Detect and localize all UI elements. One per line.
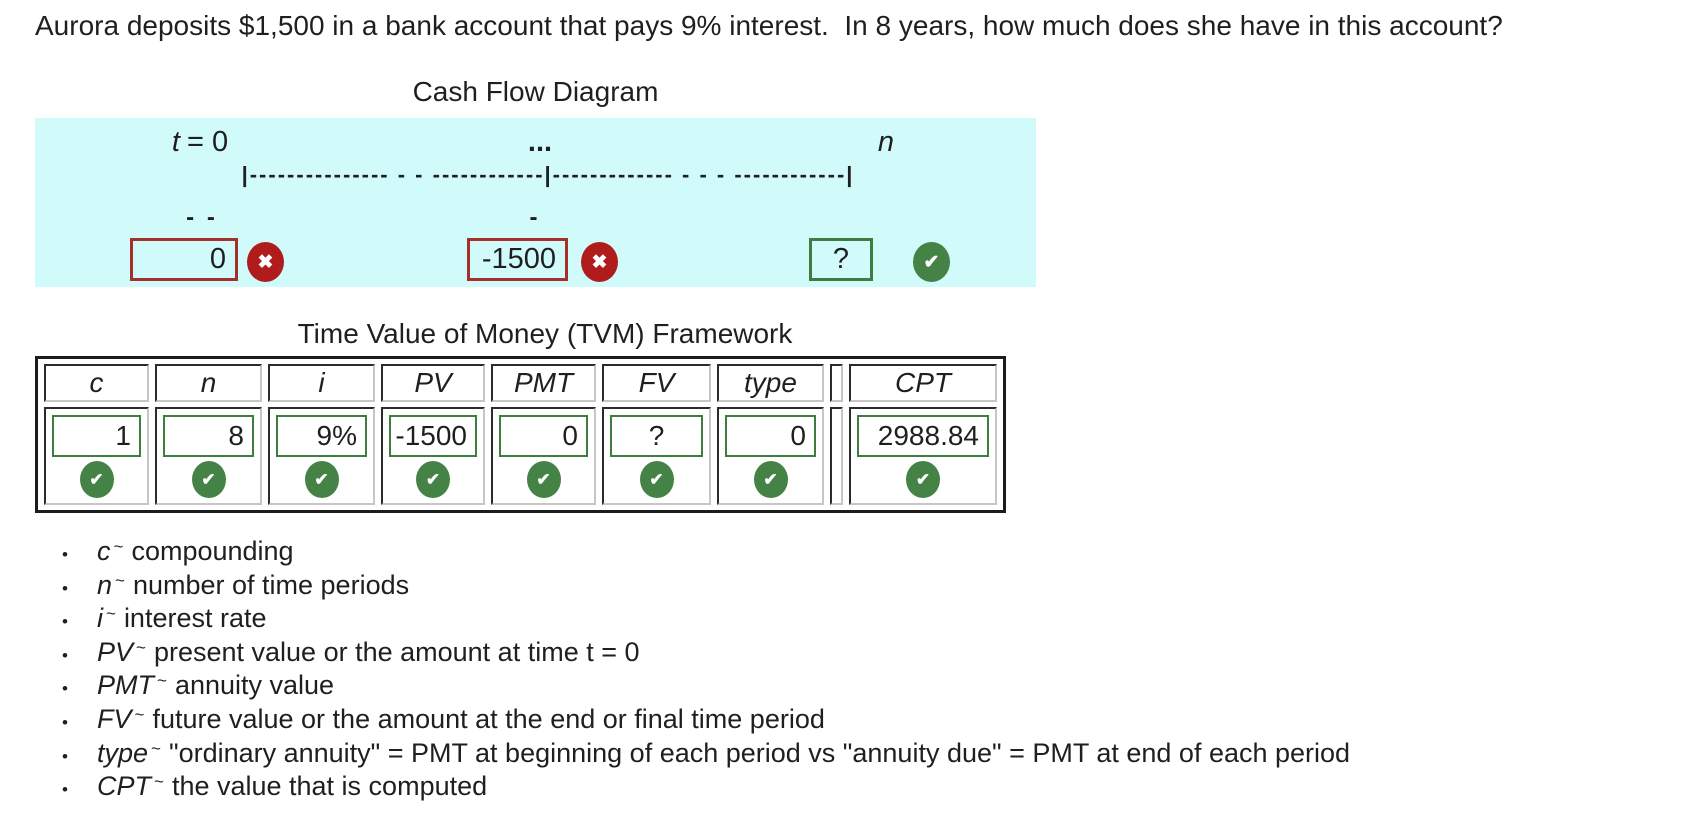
cashflow-input-n[interactable]: ?: [809, 238, 873, 281]
tvm-header-pv: PV: [381, 364, 485, 402]
tvm-header-n: n: [155, 364, 262, 402]
tvm-cell-pv: -1500 ✔: [381, 407, 485, 505]
legend-description: annuity value: [174, 670, 335, 701]
bullet-icon: •: [62, 612, 68, 632]
check-icon: ✔: [753, 461, 788, 498]
legend-separator: ~: [151, 738, 161, 758]
tvm-cell-type: 0 ✔: [717, 407, 824, 505]
legend-separator: ~: [134, 704, 145, 724]
check-icon: ✔: [906, 461, 940, 498]
legend-description: present value or the amount at time t = …: [153, 636, 640, 667]
cross-icon: ✖: [581, 242, 618, 282]
tvm-header-i: i: [268, 364, 375, 402]
bullet-icon: •: [62, 645, 68, 665]
tvm-spacer-column: [830, 407, 843, 505]
legend-term: c: [97, 536, 111, 566]
cash-flow-diagram-title: Cash Flow Diagram: [412, 76, 659, 107]
t0-equals: = 0: [186, 126, 229, 158]
check-icon: ✔: [913, 242, 950, 282]
legend-description: number of time periods: [132, 569, 410, 600]
legend-item-type: • type~ "ordinary annuity" = PMT at beginn…: [62, 738, 1350, 772]
tvm-input-type[interactable]: 0: [725, 415, 816, 457]
tvm-input-pmt[interactable]: 0: [499, 415, 588, 457]
tvm-header-cpt: CPT: [849, 364, 997, 402]
legend-description: "ordinary annuity" = PMT at beginning of…: [168, 737, 1351, 768]
legend-item-fv: • FV~ future value or the amount at the en…: [62, 704, 1350, 738]
check-icon: ✔: [304, 461, 339, 498]
bullet-icon: •: [62, 780, 68, 800]
tvm-input-cpt[interactable]: 2988.84: [857, 415, 989, 457]
tvm-input-i[interactable]: 9%: [276, 415, 367, 457]
tvm-header-pmt: PMT: [491, 364, 596, 402]
legend-term: n: [97, 569, 113, 600]
question-text: Aurora deposits $1,500 in a bank account…: [35, 10, 1503, 41]
cashflow-input-t0[interactable]: 0: [130, 238, 238, 281]
bullet-icon: •: [62, 679, 68, 699]
legend-term: i: [97, 603, 103, 634]
check-icon: ✔: [416, 461, 450, 498]
legend-term: FV: [97, 703, 132, 734]
legend-list: •c~compounding •n~number of time periods…: [62, 536, 1350, 805]
legend-term: PV: [97, 636, 134, 667]
legend-separator: ~: [113, 537, 124, 556]
bullet-icon: •: [62, 578, 68, 598]
legend-description: interest rate: [123, 603, 267, 634]
cross-icon: ✖: [247, 242, 284, 282]
check-icon: ✔: [526, 461, 561, 498]
check-icon: ✔: [79, 461, 114, 498]
legend-item-cpt: • CPT~ the value that is computed: [62, 771, 1350, 805]
legend-description: future value or the amount at the end or…: [152, 703, 825, 734]
legend-separator: ~: [136, 637, 146, 657]
check-icon: ✔: [191, 461, 226, 498]
legend-separator: ~: [106, 604, 116, 624]
tvm-value-row: 1 ✔ 8 ✔ 9% ✔ -1500 ✔ 0 ✔ ? ✔ 0 ✔ 2988.84: [44, 407, 997, 505]
tvm-spacer-column: [830, 364, 843, 402]
bullet-icon: •: [62, 746, 68, 766]
legend-item-i: • i~ interest rate: [62, 603, 1350, 637]
legend-item-n: • n~ number of time periods: [62, 570, 1350, 604]
tvm-cell-i: 9% ✔: [268, 407, 375, 505]
check-icon: ✔: [639, 461, 674, 498]
tvm-header-c: c: [44, 364, 149, 402]
tvm-cell-fv: ? ✔: [602, 407, 711, 505]
timeline-label-ellipsis: ...: [527, 126, 553, 158]
bullet-icon: •: [62, 712, 68, 732]
legend-term: type: [97, 737, 149, 768]
bullet-icon: •: [62, 545, 68, 564]
cash-flow-diagram: t= 0 ... n |--------------- - - --------…: [35, 118, 1036, 287]
tvm-header-fv: FV: [602, 364, 711, 402]
legend-term: CPT: [97, 771, 151, 802]
tvm-cell-c: 1 ✔: [44, 407, 149, 505]
timeline-label-n: n: [877, 126, 895, 158]
tvm-header-type: type: [717, 364, 824, 402]
cashflow-mark-t0: - -: [186, 204, 218, 231]
legend-description: the value that is computed: [171, 771, 488, 802]
tvm-header-row: c n i PV PMT FV type CPT: [44, 364, 997, 402]
legend-separator: ~: [154, 772, 164, 792]
legend-separator: ~: [157, 671, 167, 691]
timeline-label-t0: t= 0: [172, 126, 228, 159]
tvm-input-c[interactable]: 1: [52, 415, 141, 457]
cashflow-mark-middle: -: [529, 204, 541, 231]
legend-item-pmt: • PMT~ annuity value: [62, 670, 1350, 704]
legend-item-c: • c~ compounding: [62, 536, 1350, 570]
legend-separator: ~: [115, 570, 125, 590]
t-variable: t: [171, 126, 180, 158]
tvm-input-n[interactable]: 8: [163, 415, 254, 457]
tvm-cell-pmt: 0 ✔: [491, 407, 596, 505]
tvm-input-fv[interactable]: ?: [610, 415, 703, 457]
tvm-framework-title: Time Value of Money (TVM) Framework: [297, 318, 793, 349]
cashflow-input-middle[interactable]: -1500: [467, 238, 568, 281]
legend-term: PMT: [97, 670, 154, 701]
legend-description: compounding: [131, 536, 294, 566]
tvm-cell-cpt: 2988.84 ✔: [849, 407, 997, 505]
tvm-table: c n i PV PMT FV type CPT 1 ✔ 8 ✔ 9% ✔ -1…: [35, 356, 1006, 513]
tvm-input-pv[interactable]: -1500: [389, 415, 477, 457]
tvm-cell-n: 8 ✔: [155, 407, 262, 505]
timeline-line: |--------------- - - ------------|------…: [241, 162, 855, 187]
legend-item-pv: • PV~ present value or the amount at time …: [62, 637, 1350, 671]
